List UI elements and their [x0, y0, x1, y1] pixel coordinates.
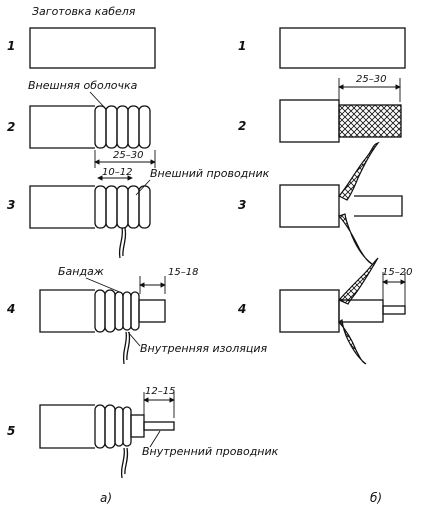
wire-tail-a4 — [122, 331, 128, 365]
column-a: Заготовка кабеля 1 Внешняя оболочка 2 3 … — [6, 5, 279, 505]
coil-a5 — [94, 404, 132, 449]
sheath-a4 — [39, 289, 95, 333]
dim-insulation-length: 15–18 — [168, 267, 198, 278]
dim-insulation-length-b: 15–20 — [382, 267, 412, 278]
sheath-b4 — [279, 289, 340, 333]
step-a-5-number: 5 — [7, 424, 15, 438]
step-b-3-number: 3 — [238, 198, 246, 212]
step-b-2-number: 2 — [238, 119, 246, 133]
braid-upper-b4 — [338, 257, 379, 305]
label-inner-conductor: Внутренний проводник — [142, 445, 279, 458]
sheath-a3 — [29, 185, 95, 229]
sheath-a5 — [39, 404, 95, 449]
label-bandage: Бандаж — [58, 265, 104, 278]
braid-b2 — [338, 104, 402, 138]
wire-tail-a3 — [118, 227, 124, 259]
sheath-b2 — [279, 99, 340, 143]
caption-a: а) — [100, 491, 112, 505]
coil-a2 — [94, 105, 151, 149]
dim-strip-length: 25–30 — [113, 150, 143, 161]
caption-b: б) — [370, 491, 382, 505]
step-a-4-number: 4 — [6, 302, 15, 316]
sheath-a2 — [29, 105, 95, 149]
cable-blank-a1 — [29, 27, 156, 69]
cable-blank-b1 — [279, 27, 406, 69]
step-a-3-number: 3 — [7, 198, 15, 212]
coil-a3 — [94, 185, 151, 229]
column-b: 1 25–30 2 3 15–20 4 б) — [237, 27, 412, 505]
step-b-4-number: 4 — [237, 302, 246, 316]
inner-insulation-a5 — [130, 414, 145, 438]
step-a-1-number: 1 — [7, 39, 15, 53]
inner-insulation-a4 — [138, 299, 166, 323]
inner-conductor-a5 — [143, 421, 175, 431]
label-inner-insulation: Внутренняя изоляция — [140, 342, 268, 355]
label-outer-sheath: Внешняя оболочка — [28, 79, 138, 92]
dim-wrap-length: 10–12 — [102, 167, 132, 178]
braid-upper-b3 — [338, 141, 380, 201]
sheath-b3 — [279, 184, 340, 228]
coil-a4 — [94, 289, 140, 333]
dim-braid-length: 25–30 — [356, 74, 386, 85]
braid-lower-b3 — [337, 213, 373, 265]
inner-conductor-b4 — [382, 305, 406, 315]
wire-tail-a5 — [120, 447, 126, 479]
braid-lower-b4 — [338, 318, 367, 365]
label-blank: Заготовка кабеля — [32, 5, 136, 18]
dim-conductor-length: 12–15 — [145, 386, 175, 397]
step-b-1-number: 1 — [238, 39, 246, 53]
inner-insulation-b3 — [354, 195, 403, 217]
label-outer-conductor: Внешний проводник — [150, 167, 270, 180]
step-a-2-number: 2 — [7, 120, 15, 134]
